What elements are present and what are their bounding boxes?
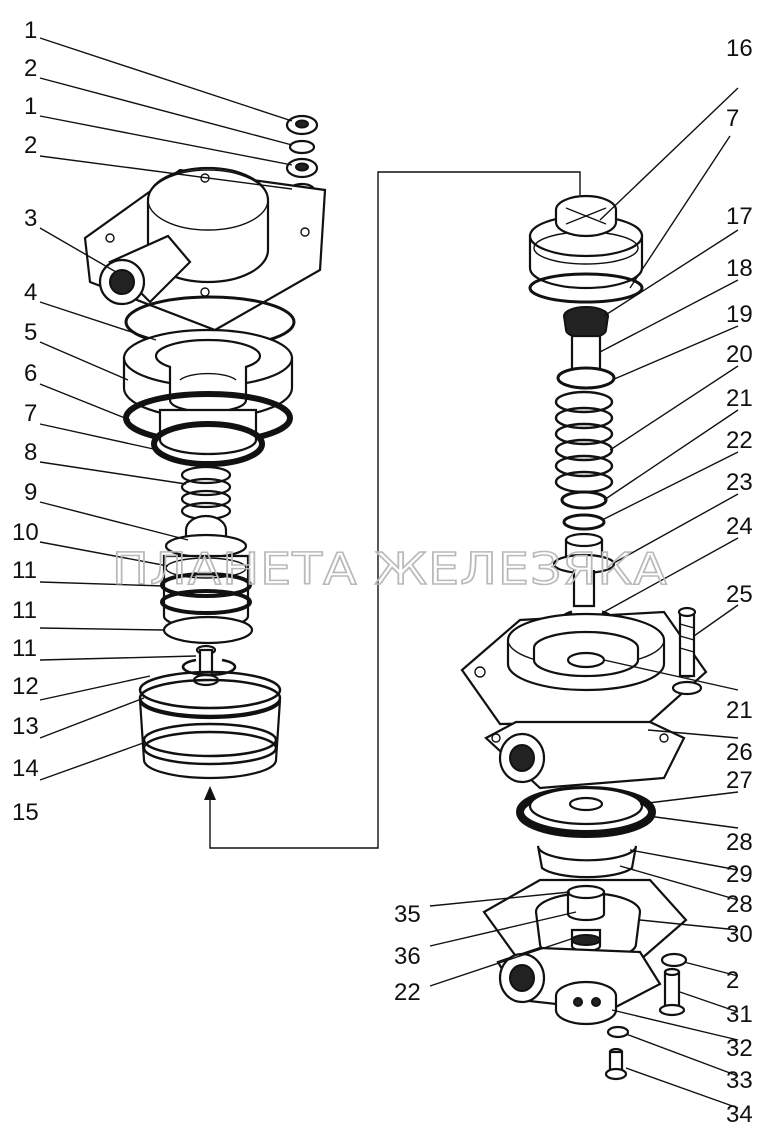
screw-33-34 (604, 1047, 628, 1081)
label-right-2: 7 (726, 105, 739, 132)
bottom-cap-14-15 (138, 670, 282, 780)
valve-9 (164, 514, 248, 559)
label-left-16: 12 (12, 673, 39, 700)
label-inner-36: 36 (394, 943, 421, 970)
bottom-housing-30 (482, 878, 688, 1026)
nut-1-top (285, 114, 319, 136)
label-left-9: 7 (24, 400, 37, 427)
valve-body-10-11 (160, 554, 252, 630)
right-assembly (460, 194, 708, 1081)
label-left-6: 4 (24, 279, 37, 306)
upper-cover-housing-3 (83, 166, 327, 332)
label-left-11: 9 (24, 479, 37, 506)
label-right-22: 33 (726, 1067, 753, 1094)
label-right-5: 19 (726, 301, 753, 328)
label-right-10: 24 (726, 513, 753, 540)
bolt-31 (658, 967, 686, 1017)
label-inner-22: 22 (394, 979, 421, 1006)
label-left-2: 2 (24, 55, 37, 82)
ring-22 (562, 513, 606, 531)
circlip-13 (181, 658, 237, 677)
plug-16 (528, 194, 644, 290)
label-left-7: 5 (24, 319, 37, 346)
label-right-17: 28 (726, 891, 753, 918)
label-right-14: 27 (726, 767, 753, 794)
nut-1-lower (285, 157, 319, 179)
piston-skirt (158, 408, 258, 456)
ring-21 (560, 490, 608, 510)
washer-2-top (288, 139, 316, 155)
label-right-23: 34 (726, 1101, 753, 1128)
o-ring-7-right (528, 272, 644, 304)
label-left-12: 10 (12, 519, 39, 546)
assembly-connector-arrow (204, 171, 581, 849)
flat-ring-11 (162, 615, 254, 645)
o-ring-7-left (151, 421, 265, 467)
inner-part-labels: 35 36 22 (394, 901, 421, 1006)
washer-19 (556, 366, 616, 390)
label-left-19: 15 (12, 799, 39, 826)
label-left-15: 11 (12, 635, 37, 662)
label-right-6: 20 (726, 341, 753, 368)
label-right-1: 16 (726, 35, 753, 62)
watermark-text: ПЛАНЕТА ЖЕЛЕЗЯКА (112, 544, 668, 595)
label-right-12: 21 (726, 697, 753, 724)
lower-housing-26 (460, 610, 708, 790)
label-right-16: 29 (726, 861, 753, 888)
right-part-labels: 16 7 17 18 19 20 21 22 23 24 25 21 26 27… (726, 35, 753, 1128)
washer-32 (606, 1025, 630, 1039)
seal-17 (563, 306, 609, 339)
label-left-8: 6 (24, 360, 37, 387)
label-left-18: 14 (12, 755, 39, 782)
bolt-25 (671, 606, 703, 696)
piston-5 (122, 328, 294, 420)
label-left-3: 1 (24, 93, 37, 120)
label-right-4: 18 (726, 255, 753, 282)
left-assembly (83, 114, 327, 780)
label-right-18: 30 (726, 921, 753, 948)
label-left-4: 2 (24, 132, 37, 159)
label-right-13: 26 (726, 739, 753, 766)
label-right-20: 31 (726, 1001, 753, 1028)
label-left-5: 3 (24, 205, 37, 232)
label-right-21: 32 (726, 1035, 753, 1062)
spring-20 (554, 390, 614, 494)
diaphragm-27-28 (516, 786, 656, 838)
label-left-13: 11 (12, 557, 37, 584)
label-left-17: 13 (12, 713, 39, 740)
label-right-15: 28 (726, 829, 753, 856)
label-right-7: 21 (726, 385, 753, 412)
label-right-3: 17 (726, 203, 753, 230)
label-left-14: 11 (12, 597, 37, 624)
label-right-19: 2 (726, 967, 739, 994)
label-inner-35: 35 (394, 901, 421, 928)
ring-29 (536, 845, 638, 879)
label-right-11: 25 (726, 581, 753, 608)
spring-8 (180, 465, 232, 521)
washer-2-right (660, 952, 688, 968)
label-left-10: 8 (24, 439, 37, 466)
label-right-8: 22 (726, 427, 753, 454)
label-left-1: 1 (24, 17, 37, 44)
left-part-labels: 1 2 1 2 3 4 5 6 7 8 9 10 11 11 11 12 13 … (12, 17, 39, 826)
label-right-9: 23 (726, 469, 753, 496)
leader-lines (39, 37, 739, 1109)
valve-23 (552, 532, 616, 608)
